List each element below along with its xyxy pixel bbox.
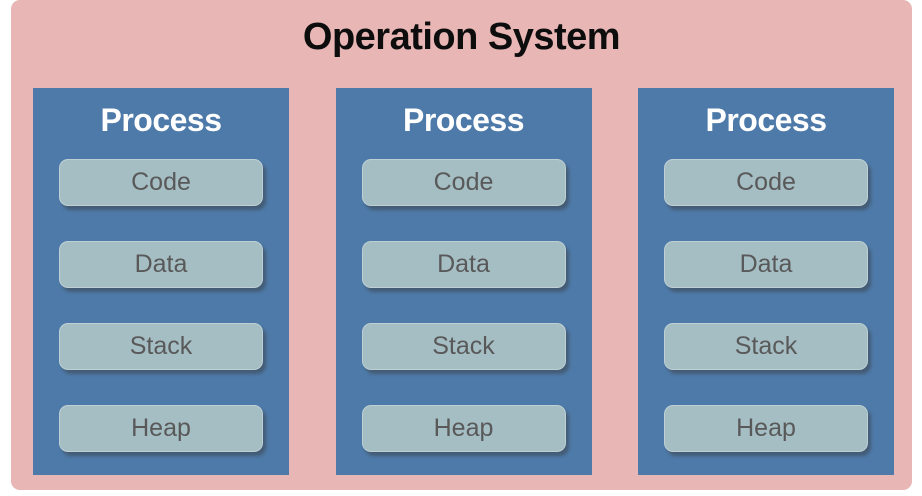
segment-data: Data	[59, 241, 263, 288]
segment-heap: Heap	[361, 405, 566, 452]
segment-code: Code	[59, 159, 263, 206]
process-box-1: Process Code Data Stack Heap	[33, 88, 289, 475]
segment-heap: Heap	[59, 405, 263, 452]
segment-code: Code	[664, 159, 868, 206]
segment-list: Code Data Stack Heap	[361, 159, 566, 452]
os-title: Operation System	[302, 16, 621, 58]
process-title: Process	[100, 102, 222, 138]
segment-code: Code	[361, 159, 566, 206]
process-title: Process	[402, 102, 525, 138]
segment-list: Code Data Stack Heap	[59, 159, 263, 452]
operating-system-panel: Operation System Process Code Data Stack…	[11, 0, 912, 490]
segment-stack: Stack	[361, 323, 566, 370]
process-row: Process Code Data Stack Heap Process Cod…	[11, 88, 912, 475]
segment-heap: Heap	[664, 405, 868, 452]
process-box-3: Process Code Data Stack Heap	[638, 88, 894, 475]
segment-stack: Stack	[59, 323, 263, 370]
segment-list: Code Data Stack Heap	[664, 159, 868, 452]
segment-stack: Stack	[664, 323, 868, 370]
process-box-2: Process Code Data Stack Heap	[335, 88, 592, 475]
segment-data: Data	[664, 241, 868, 288]
process-title: Process	[705, 102, 827, 138]
segment-data: Data	[361, 241, 566, 288]
